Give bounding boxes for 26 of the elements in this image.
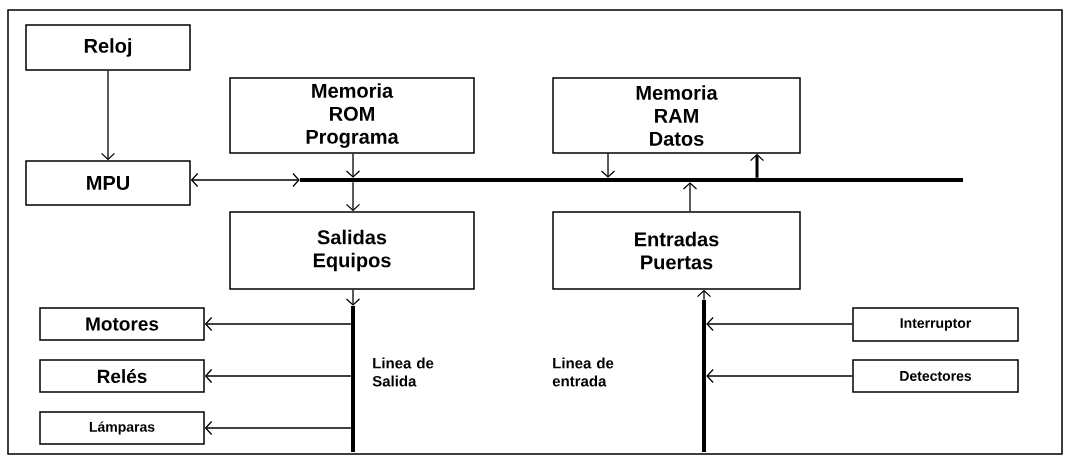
- arrow: [190, 172, 300, 188]
- process-box: Memoria RAM Datos: [552, 77, 801, 154]
- arrow: [706, 368, 853, 384]
- arrow: [204, 316, 352, 332]
- line-label: Linea de entrada: [552, 357, 614, 387]
- process-box: Entradas Puertas: [552, 211, 801, 290]
- process-box: Interruptor: [852, 307, 1019, 342]
- arrow: [600, 153, 616, 178]
- arrow: [204, 368, 352, 384]
- arrow: [100, 70, 116, 161]
- arrow: [345, 153, 361, 178]
- process-box: Relés: [39, 359, 205, 393]
- process-box: Salidas Equipos: [229, 211, 475, 290]
- process-box: Detectores: [852, 359, 1019, 393]
- arrow: [682, 182, 698, 212]
- process-box: Lámparas: [39, 411, 205, 445]
- process-box: Motores: [39, 307, 205, 341]
- arrow: [706, 316, 853, 332]
- process-box: Reloj: [25, 24, 191, 71]
- arrow: [345, 181, 361, 212]
- line-label: Linea de Salida: [372, 357, 434, 387]
- arrow: [749, 153, 765, 178]
- arrow: [345, 289, 361, 306]
- process-box: MPU: [25, 160, 191, 206]
- arrow: [204, 420, 352, 436]
- process-box: Memoria ROM Programa: [229, 77, 475, 154]
